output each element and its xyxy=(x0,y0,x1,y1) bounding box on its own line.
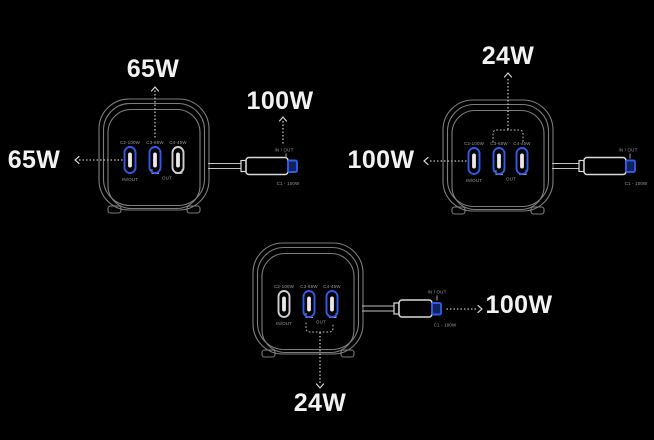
usb-c-port-icon xyxy=(467,147,481,175)
out-group-label: OUT xyxy=(506,177,516,182)
charger-device-1: C2-100W C3-65W C4-45W IN/OUT OUT IN / OU… xyxy=(74,86,300,214)
usbc-cable-icon xyxy=(208,156,298,176)
cable-port-label: C1 - 100W xyxy=(277,181,300,186)
usb-c-port-icon xyxy=(325,290,339,318)
usb-c-port-icon xyxy=(123,146,137,174)
port1-inout-label: IN/OUT xyxy=(276,321,292,326)
combined-ports-bracket xyxy=(492,72,524,143)
arrow-up-to-top-watts xyxy=(150,86,160,138)
out-group-label: OUT xyxy=(316,320,326,325)
watts-label-d2-top: 24W xyxy=(481,42,535,70)
usb-c-port-icon xyxy=(515,147,529,175)
usbc-cable-icon xyxy=(552,156,636,176)
port-label: C4-45W xyxy=(323,284,341,289)
port-label: C2-100W xyxy=(464,141,485,146)
watts-label-d2-left: 100W xyxy=(347,146,415,174)
port-label: C2-100W xyxy=(120,140,141,145)
port-label: C4-45W xyxy=(513,141,531,146)
usbc-cable-icon xyxy=(362,299,442,318)
port-label: C3-65W xyxy=(490,141,508,146)
usb-c-port-icon xyxy=(277,290,291,318)
usb-c-port-icon xyxy=(492,147,506,175)
arrow-right-to-cable-watts xyxy=(446,304,483,314)
arrow-left-to-left-watts xyxy=(74,155,123,165)
usb-c-port-icon xyxy=(171,146,185,174)
cable-port-label: C1 - 100W xyxy=(625,181,648,186)
watts-label-d1-left: 65W xyxy=(7,146,61,174)
watts-label-d1-cable: 100W xyxy=(246,87,314,115)
port-label: C2-100W xyxy=(274,284,295,289)
port-label: C3-65W xyxy=(300,284,318,289)
port-label: C3-65W xyxy=(146,140,164,145)
cable-inout-label: IN / OUT xyxy=(428,290,447,295)
combined-ports-bracket xyxy=(305,322,334,389)
watts-label-d3-cable: 100W xyxy=(485,291,553,319)
charger-device-2: C2-100W C3-65W C4-45W IN/OUT OUT IN / OU… xyxy=(423,72,648,215)
port1-inout-label: IN/OUT xyxy=(466,178,482,183)
watts-label-d1-top: 65W xyxy=(126,55,180,83)
charger-device-3: C2-100W C3-65W C4-45W IN/OUT OUT IN / OU… xyxy=(252,242,483,389)
port1-inout-label: IN/OUT xyxy=(122,177,138,182)
port-label: C4-45W xyxy=(169,140,187,145)
watts-label-d3-bottom: 24W xyxy=(293,389,347,417)
cable-inout-label: IN / OUT xyxy=(619,148,638,153)
cable-port-label: C1 - 100W xyxy=(434,323,457,328)
usb-c-port-icon xyxy=(302,290,316,318)
cable-inout-label: IN / OUT xyxy=(275,148,294,153)
arrow-left-to-left-watts xyxy=(423,156,467,166)
out-group-label: OUT xyxy=(162,176,172,181)
usb-c-port-icon xyxy=(148,146,162,174)
arrow-up-to-cable-watts xyxy=(278,116,288,144)
